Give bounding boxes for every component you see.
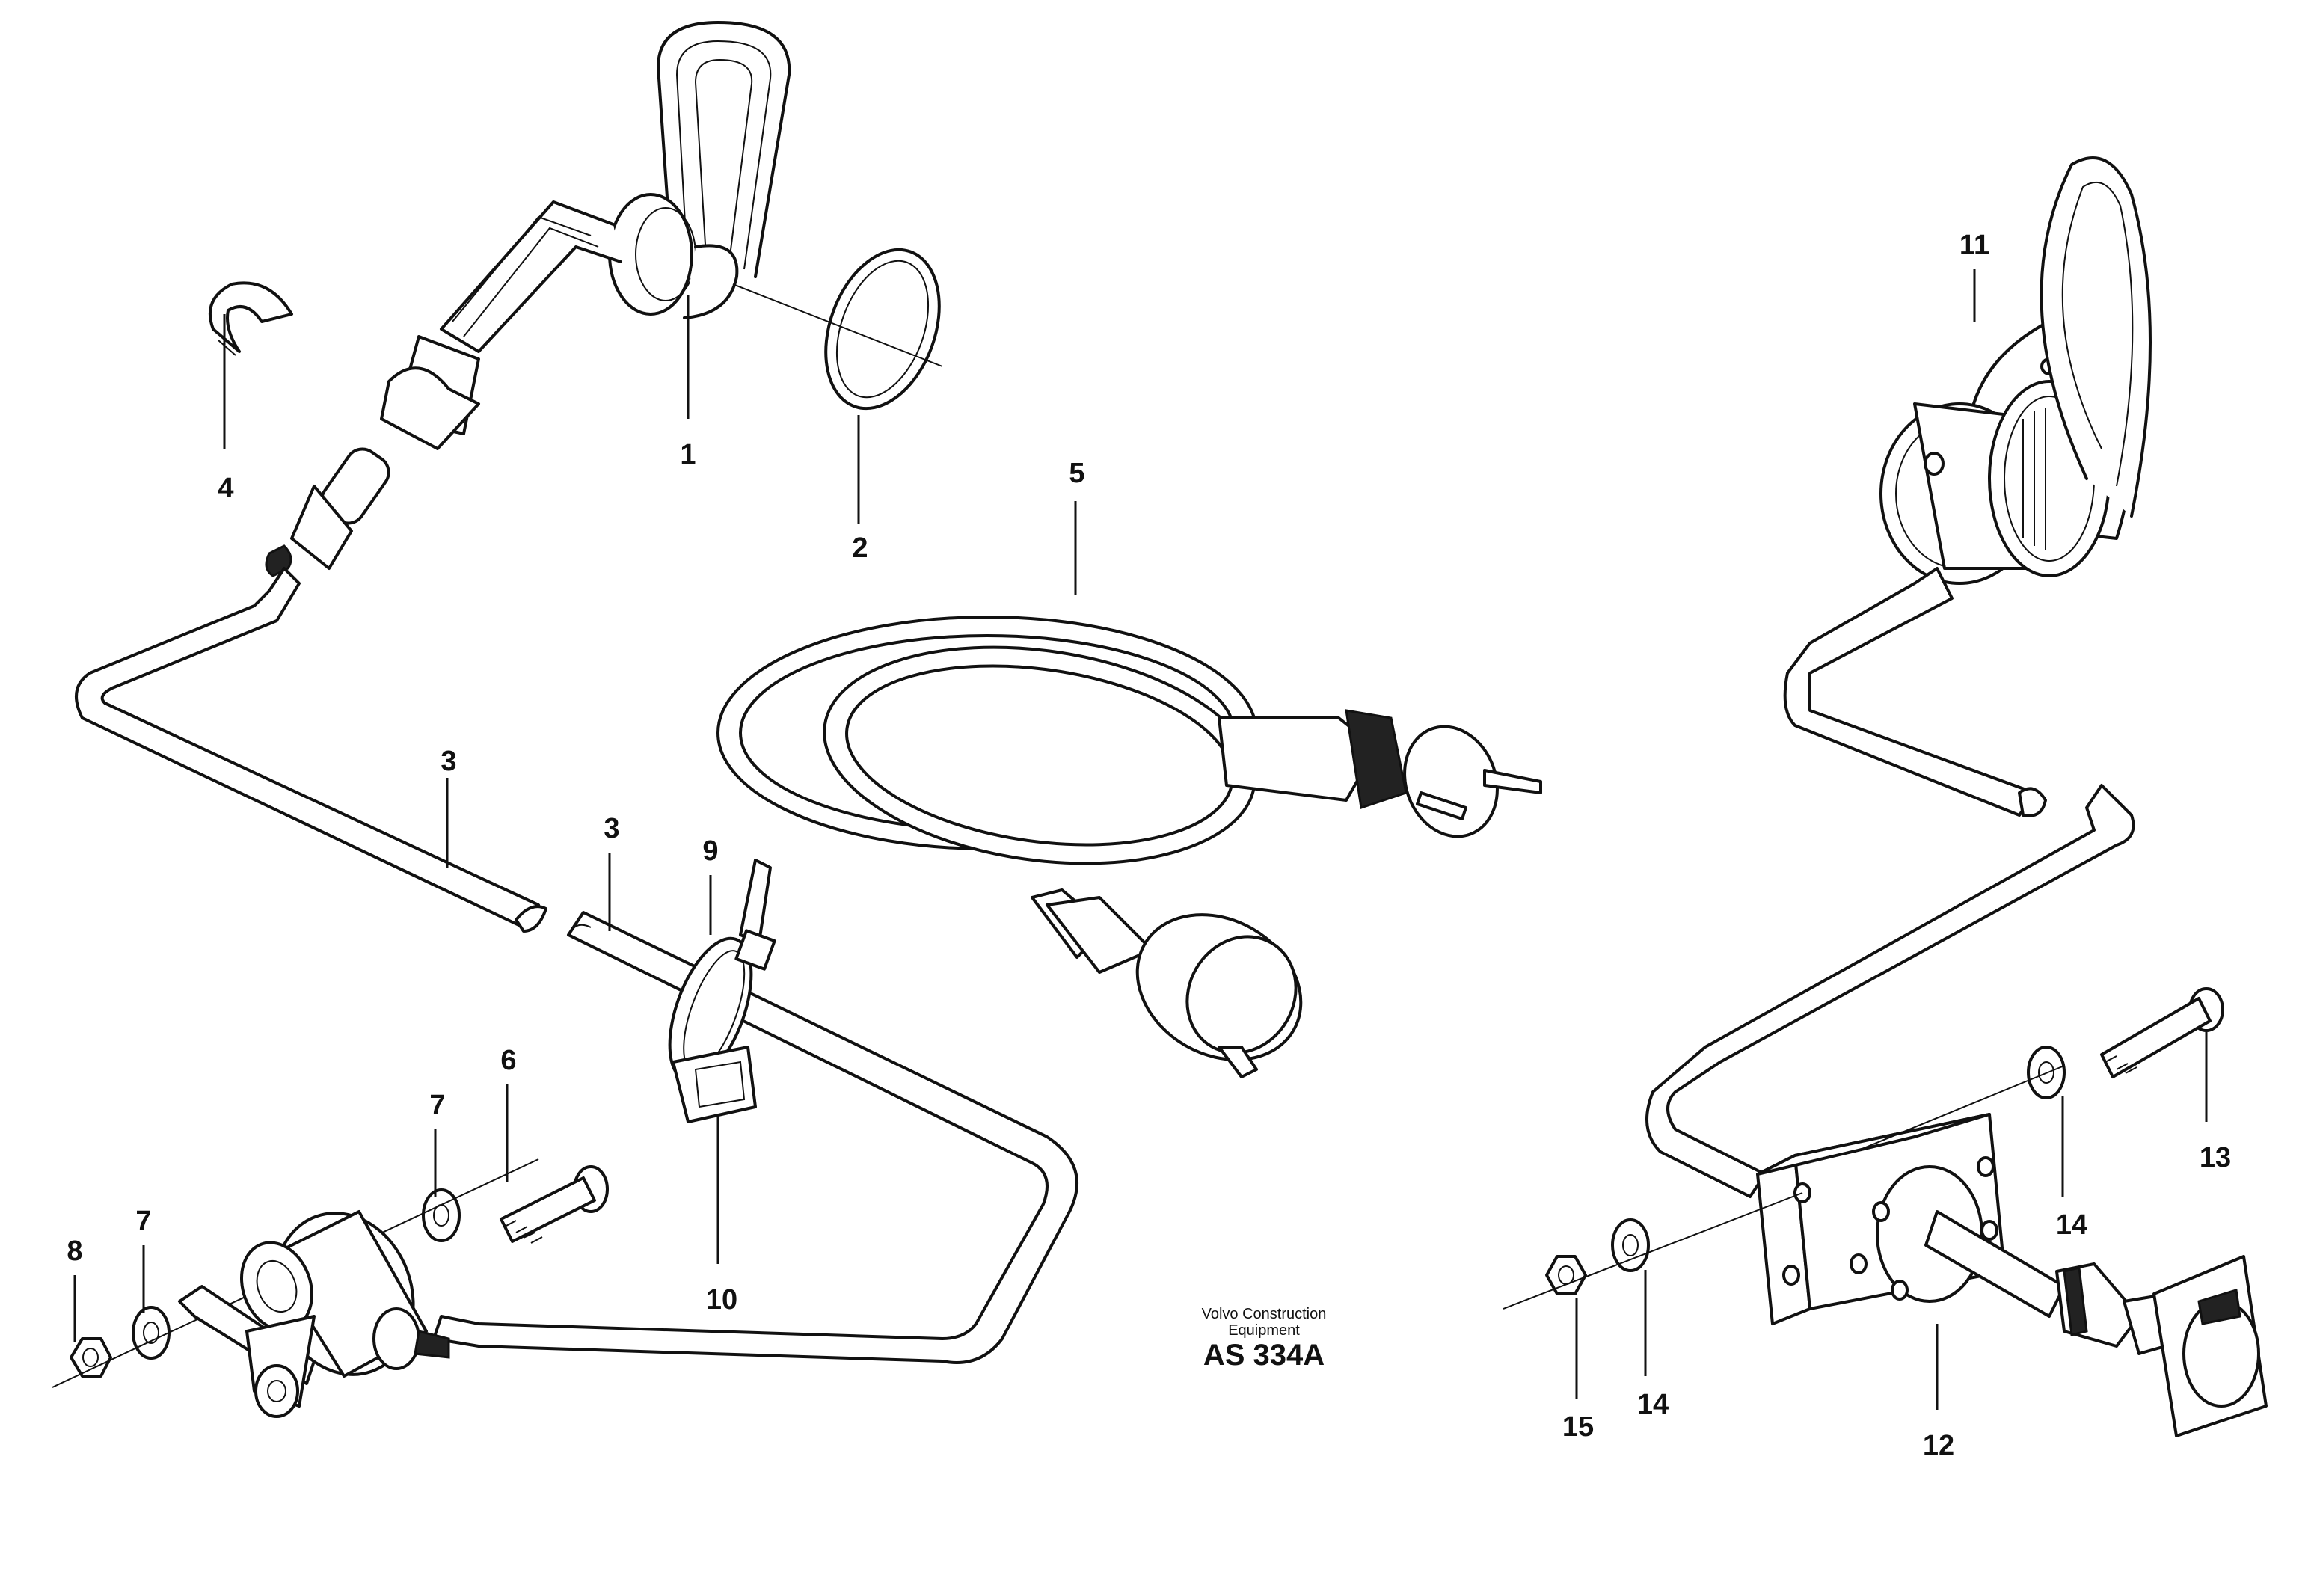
callout-9: 9 [702,835,718,867]
cable-right [1645,567,2135,1198]
callout-8: 8 [67,1236,82,1267]
clip [209,281,293,356]
nut-left [70,1337,112,1378]
callout-3-left: 3 [441,746,456,777]
socket-unit-left [178,1210,450,1418]
cable-tie [668,859,776,1083]
heater-element [380,21,791,450]
callout-14-upper: 14 [2056,1209,2087,1241]
callout-6: 6 [500,1045,516,1076]
heater-element-right [1879,156,2152,585]
nut-right [1545,1255,1587,1295]
caption-code: AS 334A [1203,1339,1325,1372]
o-ring [824,248,941,411]
cable-left [75,567,1078,1364]
callout-10: 10 [706,1284,737,1316]
callout-3-right: 3 [604,813,619,844]
washer-left-upper [422,1188,461,1242]
callout-15: 15 [1562,1411,1594,1443]
cable-clamp [672,1046,757,1123]
caption-company-line1: Volvo Construction [1202,1306,1327,1322]
callout-5: 5 [1069,458,1084,489]
callout-13: 13 [2200,1142,2231,1173]
callout-7-lower: 7 [135,1206,151,1237]
bracket [1756,1113,2006,1325]
cable-connector [265,447,390,577]
callout-1: 1 [680,439,696,470]
leader-lines [73,269,2208,1410]
washer-right-lower [1611,1218,1650,1272]
callout-12: 12 [1923,1430,1954,1461]
washer-left-lower [132,1306,171,1360]
bolt-axis-right-upper [1854,1065,2065,1153]
callout-7-upper: 7 [429,1090,445,1121]
bolt-left [500,1165,609,1244]
callout-4: 4 [218,473,233,504]
socket-unit-right [1924,1210,2268,1437]
caption-company-line2: Equipment [1228,1322,1300,1339]
callout-11: 11 [1959,230,1989,261]
callout-14-lower: 14 [1637,1389,1669,1420]
bolt-right [2100,987,2224,1078]
bolt-axis-right-lower [1503,1192,1803,1310]
callout-2: 2 [852,532,868,564]
power-cord [716,616,1542,1078]
o-ring-leader [732,283,943,367]
